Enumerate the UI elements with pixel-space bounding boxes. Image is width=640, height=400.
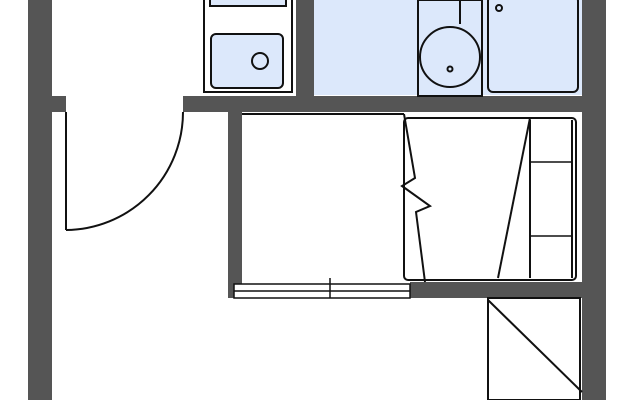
entry-door-swing <box>65 111 184 231</box>
wall-kitchen-bath <box>183 96 583 112</box>
washbasin <box>419 26 481 88</box>
outer-wall-left <box>28 0 52 400</box>
bathtub <box>487 0 579 93</box>
outer-wall-right <box>582 0 606 400</box>
bathtub-drain <box>495 4 503 12</box>
wall-stub-left <box>52 96 66 112</box>
stove <box>209 0 287 7</box>
closet-diagonal <box>497 117 531 279</box>
sink-drain <box>251 52 269 70</box>
closet-break-line <box>400 113 433 283</box>
closet-shelf-unit <box>403 117 577 281</box>
washbasin-drain <box>446 65 454 73</box>
wall-closet-bottom-left <box>228 282 236 298</box>
wall-closet-bottom <box>410 282 582 298</box>
storage-diagonal <box>487 299 583 393</box>
storage-cabinet <box>487 297 581 400</box>
kitchen-sink <box>210 33 284 89</box>
wall-closet-left <box>228 112 242 298</box>
kitchen-counter <box>203 0 293 93</box>
washbasin-counter <box>417 0 483 97</box>
wall-bath-left <box>296 0 314 112</box>
